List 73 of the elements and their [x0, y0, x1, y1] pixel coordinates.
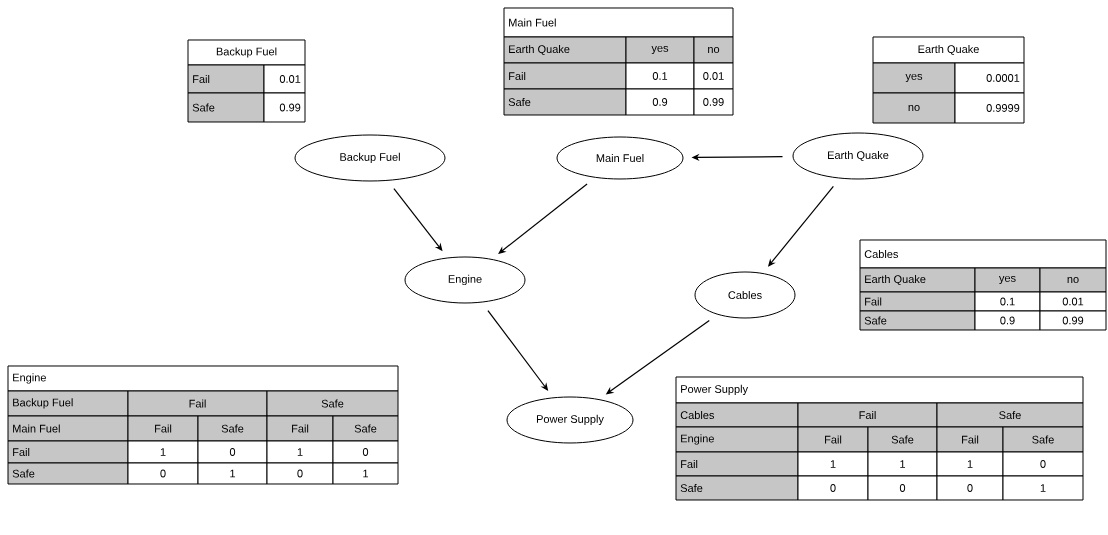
- table-header-cell: Safe: [675, 475, 799, 501]
- ellipse-node: Power Supply: [506, 396, 634, 444]
- table-cell: 0: [266, 462, 334, 485]
- table-cell: 0: [1002, 451, 1084, 477]
- table-header-cell: Cables: [675, 402, 799, 428]
- table-header-cell: no: [1039, 267, 1107, 293]
- table-header-cell: Fail: [859, 291, 976, 312]
- table-title: Earth Quake: [872, 36, 1025, 64]
- table-cell: 0: [332, 440, 399, 464]
- table-title: Power Supply: [675, 376, 1084, 404]
- table-cell: 0.9999: [954, 92, 1025, 124]
- table-header-cell: Fail: [266, 415, 334, 442]
- table-header-cell: Fail: [127, 390, 268, 417]
- table-cell: 1: [127, 440, 199, 464]
- table-header-cell: Fail: [503, 62, 627, 90]
- table-cell: 0: [797, 475, 869, 501]
- ellipse-node: Backup Fuel: [294, 134, 446, 182]
- table-header-cell: Safe: [859, 310, 976, 331]
- table-header-cell: Safe: [266, 390, 399, 417]
- table-cell: 0: [127, 462, 199, 485]
- table-header-cell: Engine: [675, 426, 799, 453]
- table-cell: 1: [797, 451, 869, 477]
- table-header-cell: Safe: [332, 415, 399, 442]
- ellipse-node: Earth Quake: [792, 132, 924, 180]
- table-header-cell: Fail: [797, 402, 938, 428]
- table-header-cell: Fail: [7, 440, 129, 464]
- table-cell: 0: [197, 440, 268, 464]
- table-title: Main Fuel: [503, 7, 734, 38]
- table-header-cell: yes: [872, 62, 956, 94]
- ellipse-node: Main Fuel: [556, 136, 684, 180]
- table-header-cell: Fail: [936, 426, 1004, 453]
- table-header-cell: Safe: [197, 415, 268, 442]
- table-header-cell: Safe: [187, 92, 265, 123]
- ellipse-node: Engine: [404, 256, 526, 304]
- table-cell: 0.99: [693, 88, 734, 116]
- table-header-cell: Safe: [1002, 426, 1084, 453]
- table-cell: 0.9: [974, 310, 1041, 331]
- table-header-cell: Fail: [127, 415, 199, 442]
- table-cell: 0.0001: [954, 62, 1025, 94]
- table-header-cell: Backup Fuel: [7, 390, 129, 417]
- table-header-cell: no: [872, 92, 956, 124]
- table-title: Cables: [859, 239, 1107, 269]
- table-header-cell: Safe: [503, 88, 627, 116]
- table-header-cell: Safe: [867, 426, 938, 453]
- table-cell: 1: [332, 462, 399, 485]
- arrow: [498, 183, 588, 254]
- table-header-cell: yes: [974, 267, 1041, 293]
- table-cell: 0.1: [625, 62, 695, 90]
- table-header-cell: Fail: [675, 451, 799, 477]
- table-header-cell: Earth Quake: [859, 267, 976, 293]
- table-cell: 1: [266, 440, 334, 464]
- table-cell: 0.1: [974, 291, 1041, 312]
- table-cell: 0: [867, 475, 938, 501]
- table-cell: 0.9: [625, 88, 695, 116]
- table-cell: 0.01: [693, 62, 734, 90]
- table-header-cell: Main Fuel: [7, 415, 129, 442]
- table-header-cell: Safe: [7, 462, 129, 485]
- table-cell: 0.99: [263, 92, 306, 123]
- table-title: Engine: [7, 365, 399, 392]
- table-cell: 1: [1002, 475, 1084, 501]
- ellipse-node: Cables: [694, 271, 796, 319]
- table-header-cell: Fail: [187, 64, 265, 94]
- table-cell: 1: [936, 451, 1004, 477]
- table-cell: 0.01: [263, 64, 306, 94]
- table-header-cell: no: [693, 36, 734, 64]
- table-cell: 0.01: [1039, 291, 1107, 312]
- table-cell: 1: [867, 451, 938, 477]
- table-header-cell: Earth Quake: [503, 36, 627, 64]
- table-cell: 0: [936, 475, 1004, 501]
- table-header-cell: yes: [625, 36, 695, 64]
- table-cell: 0.99: [1039, 310, 1107, 331]
- table-cell: 1: [197, 462, 268, 485]
- table-header-cell: Fail: [797, 426, 869, 453]
